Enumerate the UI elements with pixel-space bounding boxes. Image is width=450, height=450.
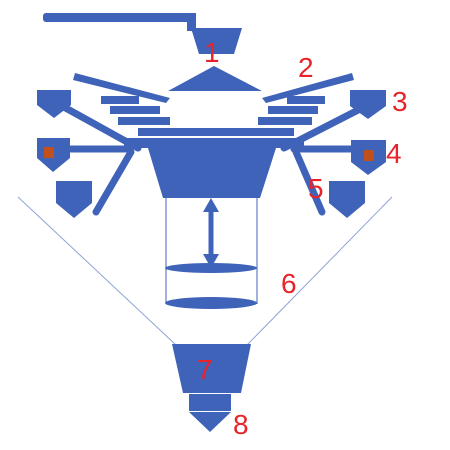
shelf-stack	[101, 96, 325, 148]
arm-lower-left	[92, 148, 135, 216]
outer-funnel-lines	[17, 196, 393, 346]
discharge-block	[189, 394, 231, 411]
label-1: 1	[204, 37, 220, 68]
label-3: 3	[392, 86, 408, 117]
bearing-square-right	[364, 150, 374, 161]
discharge-tip	[189, 412, 231, 432]
funnel-line-left	[17, 196, 177, 346]
feed-conveyor-drop	[187, 13, 196, 31]
buckets	[37, 90, 386, 218]
bearings	[44, 147, 374, 161]
label-5: 5	[308, 173, 324, 204]
bucket-lower-left	[56, 181, 92, 218]
lift-column	[165, 198, 258, 309]
upper-plates	[73, 73, 354, 103]
bucket-upper-left	[37, 90, 71, 118]
label-8: 8	[233, 409, 249, 440]
lift-disc-upper	[165, 263, 257, 273]
feed-assembly	[43, 13, 242, 54]
label-4: 4	[386, 138, 402, 169]
main-deck	[124, 138, 304, 148]
label-7: 7	[197, 354, 213, 385]
feed-conveyor-bar	[43, 13, 195, 22]
upper-deck	[138, 128, 294, 136]
feed-hopper	[191, 28, 242, 54]
central-body	[148, 148, 276, 198]
shelf-left-3	[118, 117, 170, 125]
arm-lower-right	[292, 148, 326, 216]
outlet-hopper	[172, 344, 251, 393]
funnel-line-right	[246, 196, 393, 346]
plate-right-top	[262, 73, 354, 103]
shelf-left-1	[101, 96, 139, 104]
label-6: 6	[281, 268, 297, 299]
bucket-lower-right	[329, 181, 365, 218]
arm-upper-right	[280, 102, 370, 152]
number-labels: 1 2 3 4 5 6 7 8	[197, 37, 408, 440]
arm-upper-left	[58, 102, 142, 152]
distribution-cone	[168, 66, 262, 91]
outlet	[172, 344, 251, 432]
bearing-square-left	[44, 147, 54, 158]
label-2: 2	[298, 52, 314, 83]
plate-left-top	[73, 73, 170, 103]
bucket-upper-right	[350, 90, 386, 119]
shelf-right-1	[287, 96, 325, 104]
double-headed-arrow-icon	[203, 198, 219, 268]
shelf-right-2	[268, 106, 318, 114]
shelf-right-3	[258, 117, 312, 125]
shelf-left-2	[110, 106, 160, 114]
lift-disc-lower	[165, 297, 257, 309]
